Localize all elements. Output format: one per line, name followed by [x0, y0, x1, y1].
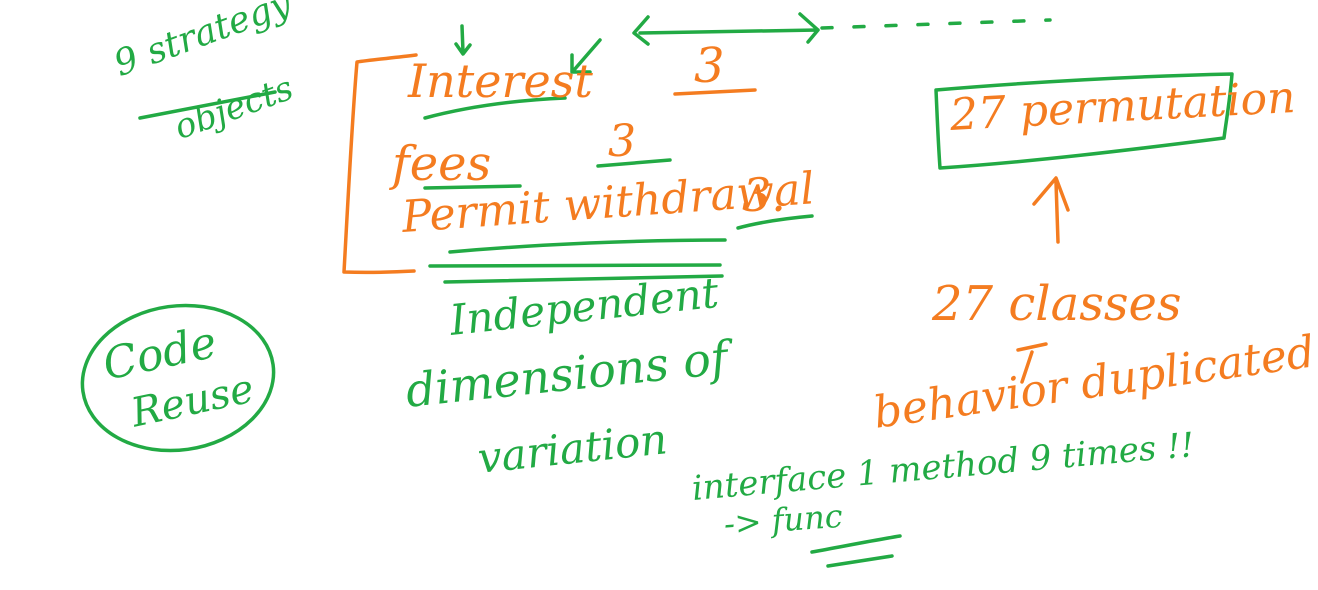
arrow-to-interest-stroke — [570, 38, 602, 74]
underline-fees-stroke — [423, 184, 522, 190]
note-fees: fees — [392, 136, 492, 192]
down-arrow-stroke — [454, 24, 472, 56]
note-permit-count: 3. — [742, 168, 786, 222]
note-fees-count: 3 — [608, 116, 636, 167]
note-func: -> func — [722, 496, 844, 543]
underline-strategy-stroke — [138, 90, 277, 120]
code-reuse-ellipse — [80, 303, 276, 453]
note-interest-count: 3 — [694, 38, 725, 94]
underline-permit-2-stroke — [428, 263, 722, 268]
bracket-stroke — [342, 53, 418, 275]
double-arrow-stroke — [632, 12, 820, 46]
dashed-line-stroke — [820, 18, 1052, 30]
up-arrow-classes-stroke — [1016, 342, 1048, 384]
up-arrow-permutation-stroke — [1032, 176, 1070, 244]
underline-func-stroke — [810, 534, 902, 554]
underline-interest-stroke — [423, 96, 567, 120]
underline-permit-stroke — [448, 238, 727, 254]
underline-permit-count-stroke — [736, 214, 814, 230]
underline-fees-count-stroke — [596, 158, 672, 168]
permutation-box-stroke — [934, 72, 1234, 170]
underline-func-2-stroke — [826, 554, 894, 568]
underline-interest-count-stroke — [673, 88, 757, 96]
drawing-canvas — [80, 12, 1234, 568]
underline-permit-3-stroke — [443, 274, 724, 284]
note-interest: Interest — [408, 54, 593, 108]
note-classes: 27 classes — [932, 276, 1182, 332]
